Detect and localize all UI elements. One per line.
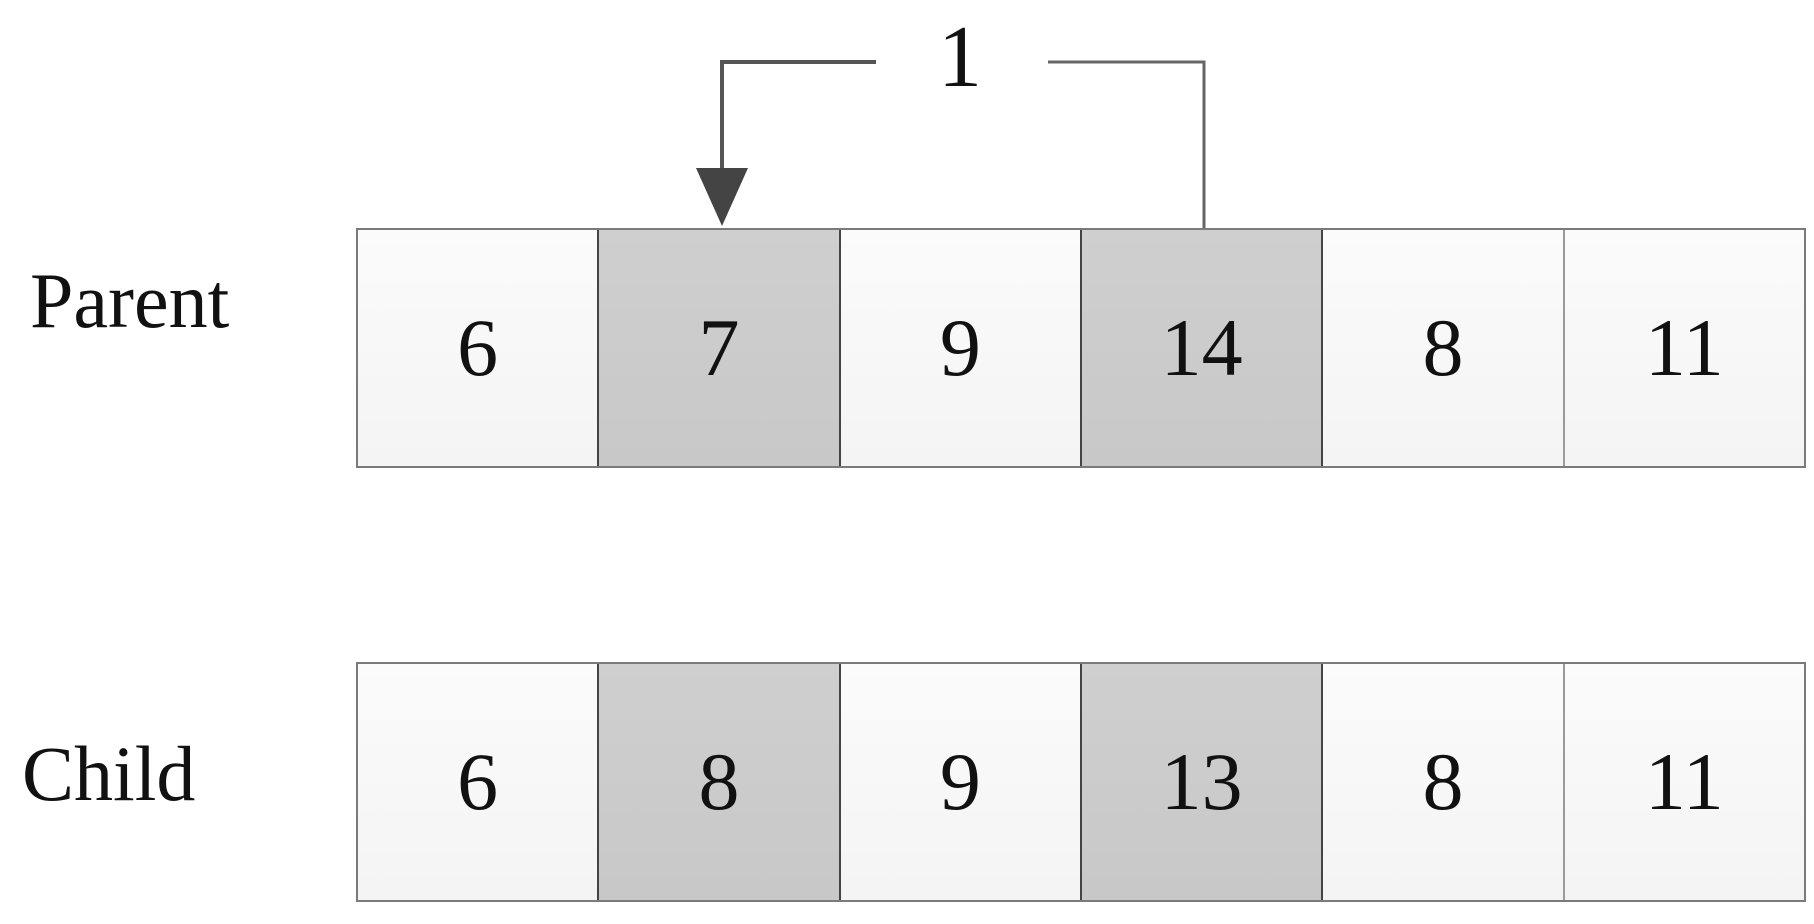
arrow-head-icon: [696, 168, 748, 226]
child-cell: 9: [840, 664, 1080, 900]
child-cell: 6: [358, 664, 598, 900]
parent-cell-highlighted: 7: [597, 230, 841, 466]
parent-cell: 6: [358, 230, 598, 466]
connector-line: [720, 60, 876, 200]
parent-cell-highlighted: 14: [1079, 230, 1324, 466]
child-cell: 11: [1562, 664, 1804, 900]
parent-cell: 11: [1562, 230, 1804, 466]
child-row: 6 8 9 13 8 11: [356, 662, 1806, 902]
offset-label: 1: [938, 9, 982, 106]
connector-line-right: [1048, 60, 1206, 228]
child-cell: 8: [1323, 664, 1563, 900]
parent-cell: 8: [1323, 230, 1563, 466]
parent-label: Parent: [30, 257, 230, 344]
parent-row: 6 7 9 14 8 11: [356, 228, 1806, 468]
child-cell-highlighted: 8: [597, 664, 841, 900]
child-cell-highlighted: 13: [1079, 664, 1324, 900]
child-label: Child: [22, 730, 196, 817]
parent-cell: 9: [840, 230, 1080, 466]
